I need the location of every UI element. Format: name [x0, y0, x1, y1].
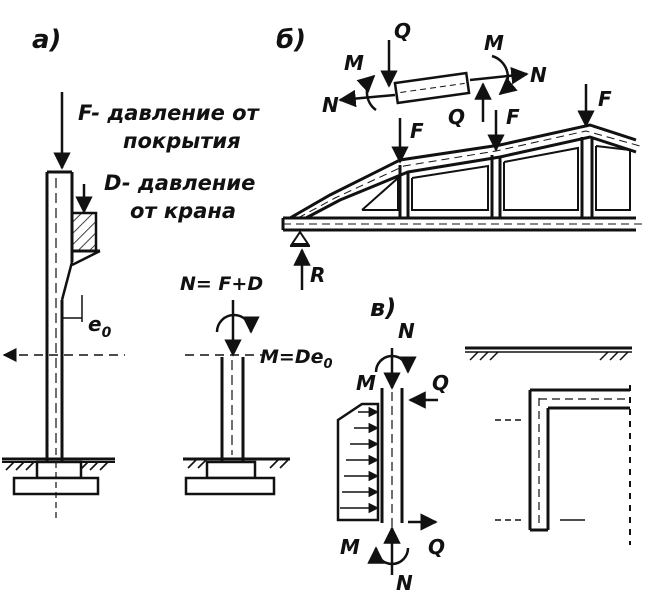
- panel-a-reduced: N= F+D M=De0: [180, 273, 333, 496]
- label-q-top: Q: [394, 19, 411, 43]
- label-f2: F: [506, 105, 520, 129]
- moment-right-arc: [491, 54, 518, 96]
- force-f-label-2: покрытия: [123, 129, 241, 153]
- frame-fragment: [465, 346, 632, 545]
- panel-v: в) N M Q M Q N: [336, 294, 632, 595]
- label-m-bottom: M: [340, 535, 360, 559]
- panel-v-tag: в): [370, 294, 396, 322]
- panel-a-tag: а): [32, 25, 61, 55]
- panel-b: б) Q M M N N Q: [276, 19, 645, 290]
- label-n-top: N: [398, 319, 415, 343]
- label-m-left: M: [344, 51, 364, 75]
- label-m-top: M: [356, 371, 376, 395]
- distributed-load-arrows: [340, 406, 380, 514]
- label-f1: F: [410, 119, 424, 143]
- foundation-a2-top: [205, 460, 257, 480]
- label-q-bottom-v: Q: [428, 535, 445, 559]
- label-m-right: M: [484, 31, 504, 55]
- label-n-bottom: N: [396, 571, 413, 595]
- equation-m: M=De0: [260, 346, 333, 372]
- force-f-label: F- давление от: [78, 101, 261, 125]
- pin-support: [290, 230, 310, 245]
- label-q-bottom: Q: [448, 105, 465, 129]
- column-a: [45, 170, 74, 462]
- label-r: R: [310, 263, 325, 287]
- force-d-label-2: от крана: [130, 199, 236, 223]
- foundation-a2-base: [184, 476, 276, 496]
- label-q-top-v: Q: [432, 371, 449, 395]
- panel-b-tag: б): [276, 25, 306, 55]
- truss-element-fbd: [338, 40, 529, 122]
- foundation-a: [12, 460, 100, 520]
- label-f3: F: [598, 87, 612, 111]
- axial-n-right-arrow: [469, 66, 529, 85]
- force-d-label: D- давление: [104, 171, 255, 195]
- moment-left-arc: [356, 74, 377, 112]
- moment-top-arc: [374, 354, 417, 374]
- eccentricity-label: e0: [88, 312, 112, 341]
- moment-bottom-arc: [367, 546, 410, 566]
- truss: [281, 123, 645, 232]
- equation-n: N= F+D: [180, 273, 263, 295]
- distributed-load-diagram: [336, 402, 380, 522]
- label-n-left: N: [322, 93, 339, 117]
- moment-arc-a: [215, 313, 260, 334]
- crane-bracket: [70, 211, 101, 267]
- label-n-right: N: [530, 63, 547, 87]
- panel-a: а) F- давление от покрытия D- давление о…: [2, 25, 261, 520]
